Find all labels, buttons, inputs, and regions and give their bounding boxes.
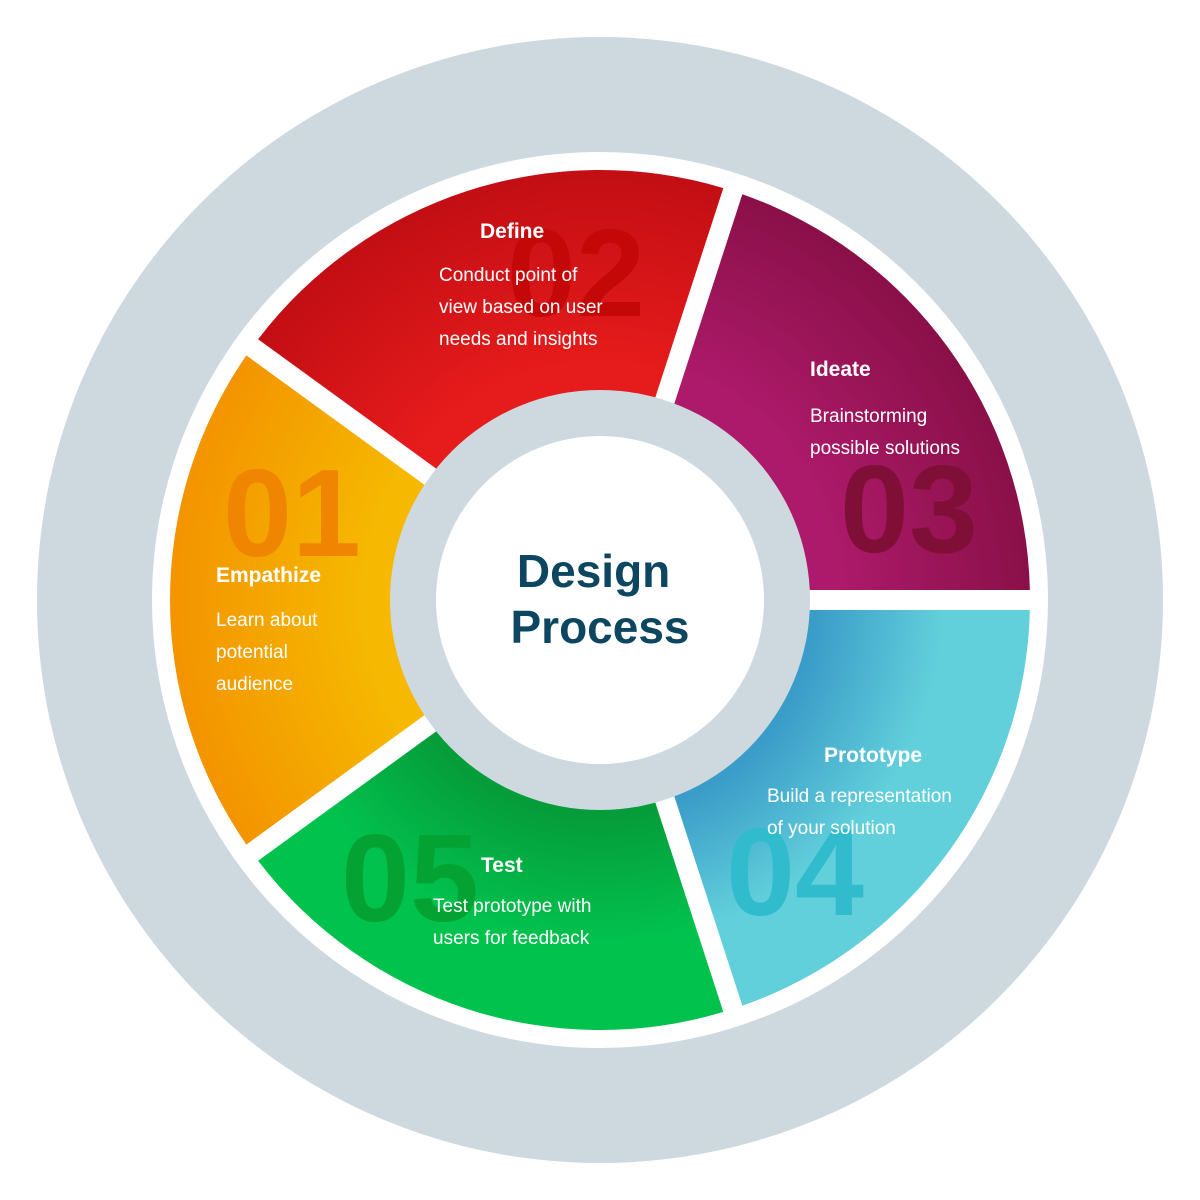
- step-description-prototype: Build a representation of your solution: [767, 786, 957, 839]
- step-number-empathize: 01: [223, 445, 361, 583]
- center-disc: [436, 436, 764, 764]
- step-number-test: 05: [341, 810, 479, 948]
- step-description-line: Brainstorming: [810, 406, 927, 427]
- step-description-line: potential: [216, 642, 288, 663]
- step-description-test: Test prototype with users for feedback: [433, 896, 597, 949]
- step-title-prototype: Prototype: [824, 744, 922, 767]
- step-description-line: Build a representation: [767, 786, 952, 807]
- step-description-line: needs and insights: [439, 329, 597, 350]
- segment-empathize[interactable]: [170, 355, 436, 845]
- step-description-line: of your solution: [767, 818, 896, 839]
- step-description-line: Learn about: [216, 610, 318, 631]
- segment-prototype[interactable]: [669, 609, 1030, 1006]
- center-title-line: Design: [517, 545, 670, 597]
- step-title-define: Define: [480, 220, 544, 243]
- step-description-line: possible solutions: [810, 438, 960, 459]
- step-number-ideate: 03: [840, 441, 978, 579]
- step-number-prototype: 04: [726, 804, 864, 942]
- step-title-test: Test: [481, 854, 523, 877]
- step-title-empathize: Empathize: [216, 564, 321, 587]
- center-title: Design Process: [510, 545, 689, 653]
- step-description-line: users for feedback: [433, 928, 590, 949]
- segment-ideate[interactable]: [669, 194, 1030, 591]
- step-description-line: Conduct point of: [439, 265, 578, 286]
- step-description-empathize: Learn about potential audience: [216, 610, 323, 695]
- step-description-line: Test prototype with: [433, 896, 591, 917]
- step-description-line: view based on user: [439, 297, 603, 318]
- step-description-ideate: Brainstorming possible solutions: [810, 406, 960, 459]
- step-description-line: audience: [216, 674, 293, 695]
- center-title-line: Process: [510, 601, 689, 653]
- step-number-define: 02: [507, 205, 645, 343]
- step-description-define: Conduct point of view based on user need…: [439, 265, 608, 350]
- process-segments: [170, 169, 1030, 1030]
- step-title-ideate: Ideate: [810, 358, 871, 381]
